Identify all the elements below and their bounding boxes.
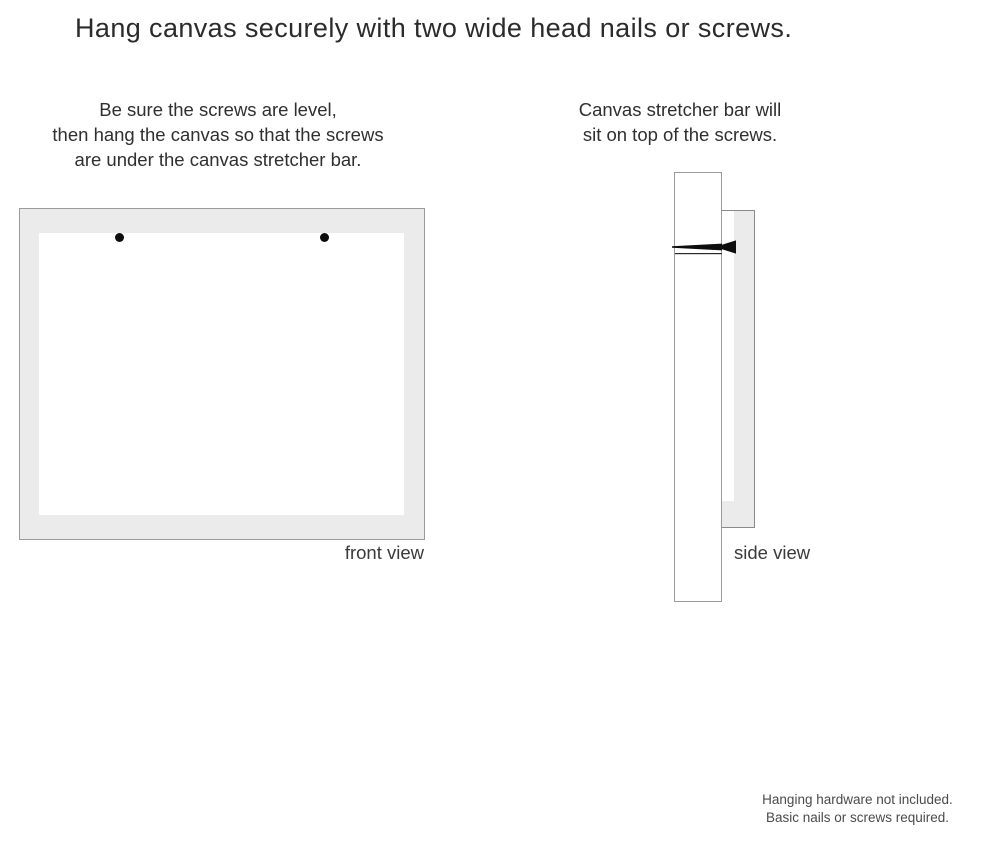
- instruction-line: are under the canvas stretcher bar.: [74, 149, 362, 170]
- side-view-wall: [674, 172, 722, 602]
- instruction-line: Be sure the screws are level,: [99, 99, 337, 120]
- front-view-canvas-inner: [39, 233, 404, 515]
- hardware-footnote: Hanging hardware not included. Basic nai…: [740, 791, 975, 827]
- instruction-line: Canvas stretcher bar will: [578, 99, 782, 120]
- nail-head: [722, 240, 736, 254]
- front-view-label: front view: [344, 542, 424, 563]
- page-title: Hang canvas securely with two wide head …: [75, 13, 793, 43]
- screw-dot-left: [115, 233, 124, 242]
- nail-shaft: [672, 243, 722, 251]
- side-hanging-instructions: Canvas stretcher bar will sit on top of …: [545, 97, 815, 147]
- footnote-line: Hanging hardware not included.: [762, 792, 953, 807]
- nail-baseline: [675, 253, 722, 255]
- footnote-line: Basic nails or screws required.: [765, 810, 950, 825]
- instruction-line: then hang the canvas so that the screws: [52, 124, 384, 145]
- side-view-label: side view: [734, 542, 811, 563]
- front-view-canvas-frame: [19, 208, 425, 540]
- nail-icon: [672, 240, 736, 255]
- front-hanging-instructions: Be sure the screws are level, then hang …: [18, 97, 418, 172]
- side-view-canvas-inner-strip: [721, 211, 734, 501]
- instruction-line: sit on top of the screws.: [582, 124, 778, 145]
- screw-dot-right: [320, 233, 329, 242]
